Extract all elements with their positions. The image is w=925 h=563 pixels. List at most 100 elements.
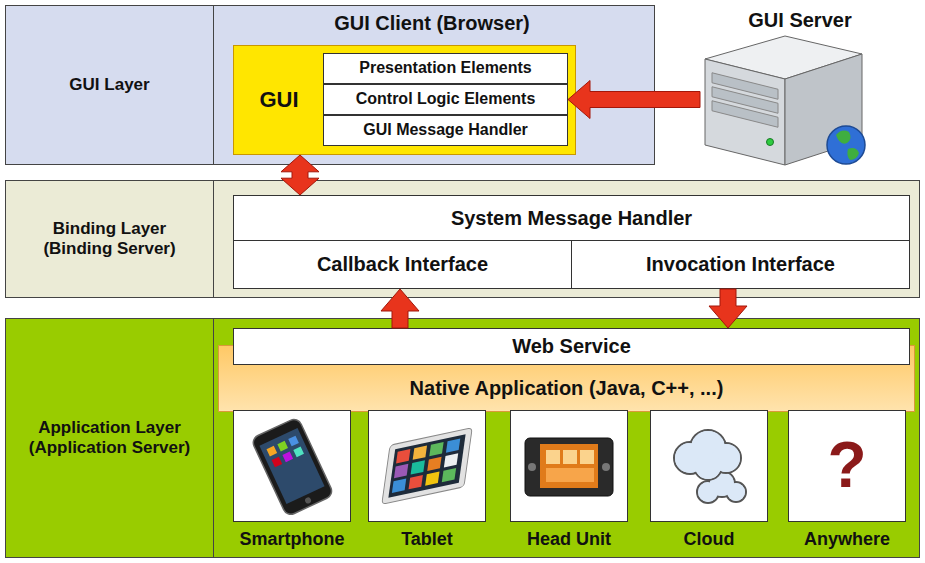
gui-element-box: Presentation Elements bbox=[323, 53, 568, 84]
node-label: Presentation Elements bbox=[359, 59, 532, 77]
node-label: Cloud bbox=[684, 529, 735, 550]
phone-screen bbox=[259, 428, 324, 504]
node-label: Web Service bbox=[512, 335, 631, 358]
app-icon bbox=[267, 446, 278, 457]
app-tile bbox=[409, 475, 423, 489]
node-label: Application Layer (Application Server) bbox=[10, 418, 210, 457]
cloud-puff bbox=[690, 430, 726, 466]
binding-box: System Message Handler bbox=[233, 195, 910, 241]
screen-icon bbox=[546, 450, 560, 464]
globe-land bbox=[847, 148, 859, 160]
text-slot: Binding Layer (Binding Server) bbox=[6, 181, 214, 297]
layer-band: Application Layer (Application Server) Na… bbox=[5, 318, 920, 558]
text-slot: Native Application (Java, C++, ...) bbox=[219, 366, 914, 411]
cloud-fill bbox=[675, 431, 740, 479]
cloud-puff bbox=[711, 443, 741, 473]
app-icon bbox=[293, 447, 304, 458]
globe bbox=[827, 126, 865, 164]
cloud-outline bbox=[697, 471, 746, 503]
device-box: ?Anywhere bbox=[788, 410, 906, 522]
app-icon bbox=[282, 452, 293, 463]
phone-body bbox=[251, 417, 334, 517]
text-slot: GUI Message Handler bbox=[324, 116, 567, 145]
server-side bbox=[785, 54, 862, 165]
globe-land bbox=[836, 131, 851, 144]
cloud-puff bbox=[691, 431, 725, 465]
node-label: Invocation Interface bbox=[646, 253, 835, 276]
node-sublabel: GUI bbox=[259, 87, 298, 112]
smartphone-icon bbox=[251, 417, 334, 517]
text-slot: GUI Server bbox=[701, 6, 899, 34]
text-slot: Presentation Elements bbox=[324, 54, 567, 83]
cloud-puff bbox=[710, 472, 734, 496]
app-tile bbox=[446, 438, 460, 452]
app-tile bbox=[444, 453, 458, 467]
text-slot: Cloud bbox=[635, 526, 783, 552]
text-slot: Invocation Interface bbox=[572, 241, 909, 288]
tablet-screen bbox=[388, 434, 465, 497]
knob bbox=[602, 463, 610, 471]
text-slot: Control Logic Elements bbox=[324, 85, 567, 114]
cloud-puff bbox=[727, 483, 745, 501]
node-label: GUI Server bbox=[748, 9, 851, 32]
node-label: ? bbox=[827, 429, 866, 503]
node-label: Callback Interface bbox=[317, 253, 488, 276]
interface-box: Callback Interface bbox=[233, 240, 572, 289]
node-label: Native Application (Java, C++, ...) bbox=[410, 377, 724, 400]
web-service-box: Web Service bbox=[233, 328, 910, 365]
text-slot: System Message Handler bbox=[234, 196, 909, 240]
server-top bbox=[705, 36, 862, 79]
app-tile bbox=[429, 442, 443, 456]
node-label: Tablet bbox=[401, 529, 453, 550]
text-slot: GUI Client (Browser) bbox=[222, 6, 642, 40]
head-unit-icon bbox=[525, 438, 613, 496]
power-led bbox=[767, 139, 774, 146]
layer-band: GUI LayerGUI Client (Browser)GUIPresenta… bbox=[5, 5, 655, 165]
node-label: System Message Handler bbox=[451, 207, 692, 230]
block-arrow bbox=[568, 81, 700, 119]
knob bbox=[528, 463, 536, 471]
node-label: Head Unit bbox=[527, 529, 611, 550]
node-label: Control Logic Elements bbox=[356, 90, 536, 108]
text-slot: ? bbox=[789, 411, 905, 521]
app-tile bbox=[394, 464, 408, 478]
text-slot: Tablet bbox=[353, 526, 501, 552]
gui-element-box: GUI Message Handler bbox=[323, 115, 568, 146]
head-unit-screen bbox=[540, 444, 598, 488]
cloud-puff bbox=[709, 471, 735, 497]
node-label: GUI Message Handler bbox=[363, 121, 528, 139]
layer-band: Binding Layer (Binding Server) System Mes… bbox=[5, 180, 920, 298]
screen-icon bbox=[580, 450, 594, 464]
app-icon bbox=[277, 441, 288, 452]
node-label: GUI Client (Browser) bbox=[334, 12, 530, 35]
app-icon bbox=[288, 436, 299, 447]
text-slot: Anywhere bbox=[773, 526, 921, 552]
device-box: Smartphone bbox=[233, 410, 351, 522]
drive-bay bbox=[712, 73, 778, 100]
text-slot: Web Service bbox=[234, 329, 909, 364]
app-tile bbox=[413, 446, 427, 460]
app-tile bbox=[411, 460, 425, 474]
cloud-puff bbox=[675, 443, 705, 473]
gui-element-box: Control Logic Elements bbox=[323, 84, 568, 115]
device-box: Tablet bbox=[368, 410, 486, 522]
app-icon bbox=[272, 457, 283, 468]
text-slot: Callback Interface bbox=[234, 241, 571, 288]
text-slot: GUI bbox=[234, 46, 324, 154]
cloud-puff bbox=[726, 482, 746, 502]
server-node: GUI Server bbox=[700, 5, 900, 165]
device-box: Cloud bbox=[650, 410, 768, 522]
device-box: Head Unit bbox=[510, 410, 628, 522]
screen-icon bbox=[563, 450, 577, 464]
app-tile bbox=[425, 472, 439, 486]
home-button bbox=[304, 496, 312, 504]
text-slot: Smartphone bbox=[218, 526, 366, 552]
node-label: Smartphone bbox=[239, 529, 344, 550]
drive-bay bbox=[712, 101, 778, 128]
drive-bay bbox=[712, 87, 778, 114]
cloud-outline bbox=[674, 430, 741, 480]
block-arrow bbox=[709, 289, 747, 328]
cloud-puff bbox=[697, 481, 719, 503]
cloud-puff bbox=[694, 452, 722, 480]
